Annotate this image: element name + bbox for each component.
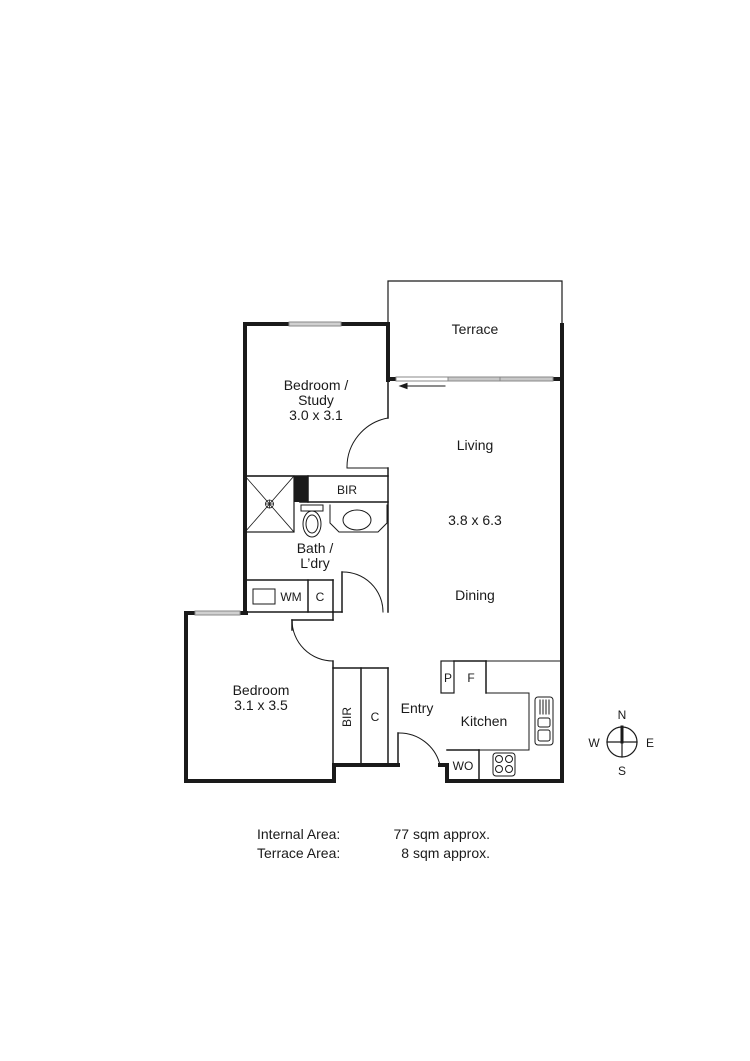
column [294, 476, 308, 502]
toilet-icon [300, 504, 324, 538]
bir-bedroom-label: BIR [340, 707, 354, 727]
terrace-outline [387, 280, 563, 326]
exterior-walls [184, 322, 564, 783]
kitchen-sink-icon [534, 696, 554, 746]
dining-label: Dining [455, 587, 495, 603]
wall-oven-label: WO [453, 759, 474, 773]
cooktop-icon [492, 752, 516, 777]
living-size: 3.8 x 6.3 [448, 512, 502, 528]
compass-w: W [588, 736, 600, 750]
compass-n: N [618, 708, 627, 722]
bir-study-label: BIR [337, 483, 357, 497]
bedroom-label: Bedroom [233, 682, 290, 698]
terrace-area-label: Terrace Area: [257, 845, 341, 861]
living-label: Living [457, 437, 494, 453]
sliding-door-arrow-icon [398, 382, 446, 390]
bedroom-size: 3.1 x 3.5 [234, 697, 288, 713]
fridge-label: F [467, 671, 474, 685]
area-summary: Internal Area: 77 sqm approx. Terrace Ar… [257, 825, 490, 863]
bath-label-1: Bath / [297, 540, 334, 556]
compass-s: S [618, 764, 626, 778]
bath-label-2: L’dry [300, 555, 330, 571]
bedroom-study-size: 3.0 x 3.1 [289, 407, 343, 423]
terrace-label: Terrace [452, 321, 499, 337]
compass-icon [606, 725, 638, 758]
windows [194, 321, 554, 616]
entry-label: Entry [401, 700, 434, 716]
internal-area-label: Internal Area: [257, 826, 341, 842]
washing-machine-icon [252, 588, 276, 605]
bedroom-study-label-1: Bedroom / [284, 377, 349, 393]
pantry-label: P [444, 671, 452, 685]
kitchen-label: Kitchen [461, 713, 508, 729]
wm-label: WM [280, 590, 301, 604]
bedroom-study-label-2: Study [298, 392, 334, 408]
cupboard-bath-label: C [316, 590, 325, 604]
cupboard-entry-label: C [371, 710, 380, 724]
internal-area-value: 77 sqm approx. [393, 826, 491, 842]
vanity-basin-icon [329, 504, 388, 533]
terrace-area-row: Terrace Area: 8 sqm approx. [257, 844, 490, 863]
terrace-area-value: 8 sqm approx. [401, 845, 490, 861]
internal-area-row: Internal Area: 77 sqm approx. [257, 825, 490, 844]
compass-e: E [646, 736, 654, 750]
interior-walls [244, 379, 563, 782]
